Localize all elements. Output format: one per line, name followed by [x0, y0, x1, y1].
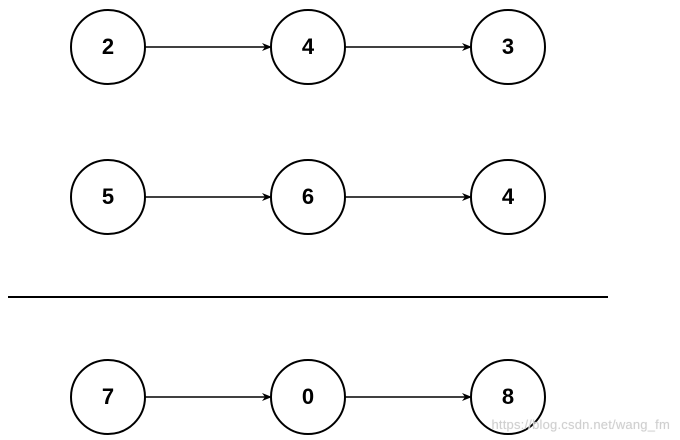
node-circle	[270, 9, 346, 85]
node-circle	[470, 359, 546, 435]
list-node: 2	[70, 9, 146, 85]
node-circle	[270, 359, 346, 435]
node-value: 4	[502, 184, 515, 209]
node-circle	[70, 359, 146, 435]
list-node: 3	[470, 9, 546, 85]
node-value: 6	[302, 184, 314, 209]
node-circle	[470, 159, 546, 235]
node-value: 8	[502, 384, 514, 409]
node-value: 2	[102, 34, 114, 59]
node-value: 5	[102, 184, 114, 209]
list-node: 0	[270, 359, 346, 435]
node-value: 7	[102, 384, 114, 409]
list-node: 4	[270, 9, 346, 85]
second-list: 5 6 4	[70, 159, 546, 235]
node-circle	[70, 9, 146, 85]
list-node: 5	[70, 159, 146, 235]
node-value: 0	[302, 384, 314, 409]
list-node: 7	[70, 359, 146, 435]
node-value: 4	[302, 34, 315, 59]
list-node: 8	[470, 359, 546, 435]
node-circle	[270, 159, 346, 235]
node-circle	[70, 159, 146, 235]
first-list: 2 4 3	[70, 9, 546, 85]
list-node: 6	[270, 159, 346, 235]
result-list: 7 0 8	[70, 359, 546, 435]
watermark-text: https://blog.csdn.net/wang_fm	[491, 417, 670, 432]
list-node: 4	[470, 159, 546, 235]
node-circle	[470, 9, 546, 85]
node-value: 3	[502, 34, 514, 59]
